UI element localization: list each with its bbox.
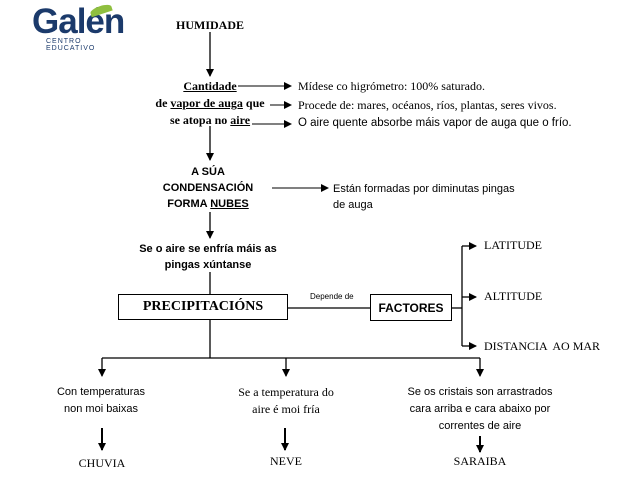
logo: Galén CENTRO EDUCATIVO	[32, 2, 132, 52]
condensation-line2: CONDENSACIÓN	[162, 182, 254, 194]
clouds-note-line1: Están formadas por diminutas pingas	[333, 183, 515, 195]
precipitations-box: PRECIPITACIÓNS	[118, 294, 288, 320]
page-title: HUMIDADE	[176, 18, 244, 32]
fact-1: Mídese co higrómetro: 100% saturado.	[298, 79, 485, 93]
fact-3: O aire quente absorbe máis vapor de auga…	[298, 117, 572, 129]
vapor-de-auga-link: vapor de auga	[170, 96, 243, 110]
condition-3: Se os cristais son arrastrados cara arri…	[382, 384, 578, 435]
result-saraiba: SARAIBA	[453, 454, 507, 468]
condition-2: Se a temperatura do aire é moi fría	[215, 384, 357, 418]
cooling-line1: Se o aire se enfría máis as	[139, 243, 277, 255]
condition-2-line1: Se a temperatura do	[238, 385, 334, 399]
result-chuvia: CHUVIA	[78, 456, 126, 470]
factor-latitude: LATITUDE	[484, 238, 542, 252]
condensation-block: A SÚA CONDENSACIÓN FORMA NUBES	[130, 164, 286, 212]
aire-link: aire	[230, 113, 251, 127]
condition-3-line1: Se os cristais son arrastrados	[407, 386, 553, 398]
precipitations-label: PRECIPITACIÓNS	[142, 299, 264, 314]
clouds-note-line2: de auga	[333, 199, 373, 211]
cantidade-block: Cantidade de vapor de auga que se atopa …	[120, 78, 300, 129]
factors-box: FACTORES	[370, 294, 452, 321]
condition-3-line2: cara arriba e cara abaixo por	[409, 403, 551, 415]
cantidade-line3-prefix: se atopa no	[169, 113, 231, 127]
condensation-line1: A SÚA	[191, 166, 225, 178]
logo-name: Galén	[32, 2, 125, 41]
nubes-link: NUBES	[210, 198, 249, 210]
condition-1-line2: non moi baixas	[64, 403, 138, 415]
cantidade-word: Cantidade	[183, 79, 237, 93]
result-neve: NEVE	[270, 454, 302, 468]
depends-label: Depende de	[310, 292, 354, 301]
cantidade-line2-suffix: que	[242, 96, 265, 110]
factor-altitude: ALTITUDE	[484, 289, 543, 303]
condition-2-line2: aire é moi fría	[252, 402, 320, 416]
factor-distancia: DISTANCIA AO MAR	[484, 339, 601, 353]
condition-1-line1: Con temperaturas	[56, 386, 146, 398]
factors-label: FACTORES	[378, 300, 444, 315]
clouds-note: Están formadas por diminutas pingas de a…	[333, 181, 515, 213]
cantidade-line2-prefix: de	[155, 96, 171, 110]
logo-subtitle: CENTRO EDUCATIVO	[46, 38, 96, 52]
condition-1: Con temperaturas non moi baixas	[36, 384, 166, 418]
fact-2: Procede de: mares, océanos, ríos, planta…	[298, 98, 557, 112]
condensation-line3-prefix: FORMA	[167, 198, 211, 210]
condition-3-line3: correntes de aire	[438, 420, 522, 432]
cooling-block: Se o aire se enfría máis as pingas xúnta…	[130, 241, 286, 273]
cooling-line2: pingas xúntanse	[164, 259, 252, 271]
